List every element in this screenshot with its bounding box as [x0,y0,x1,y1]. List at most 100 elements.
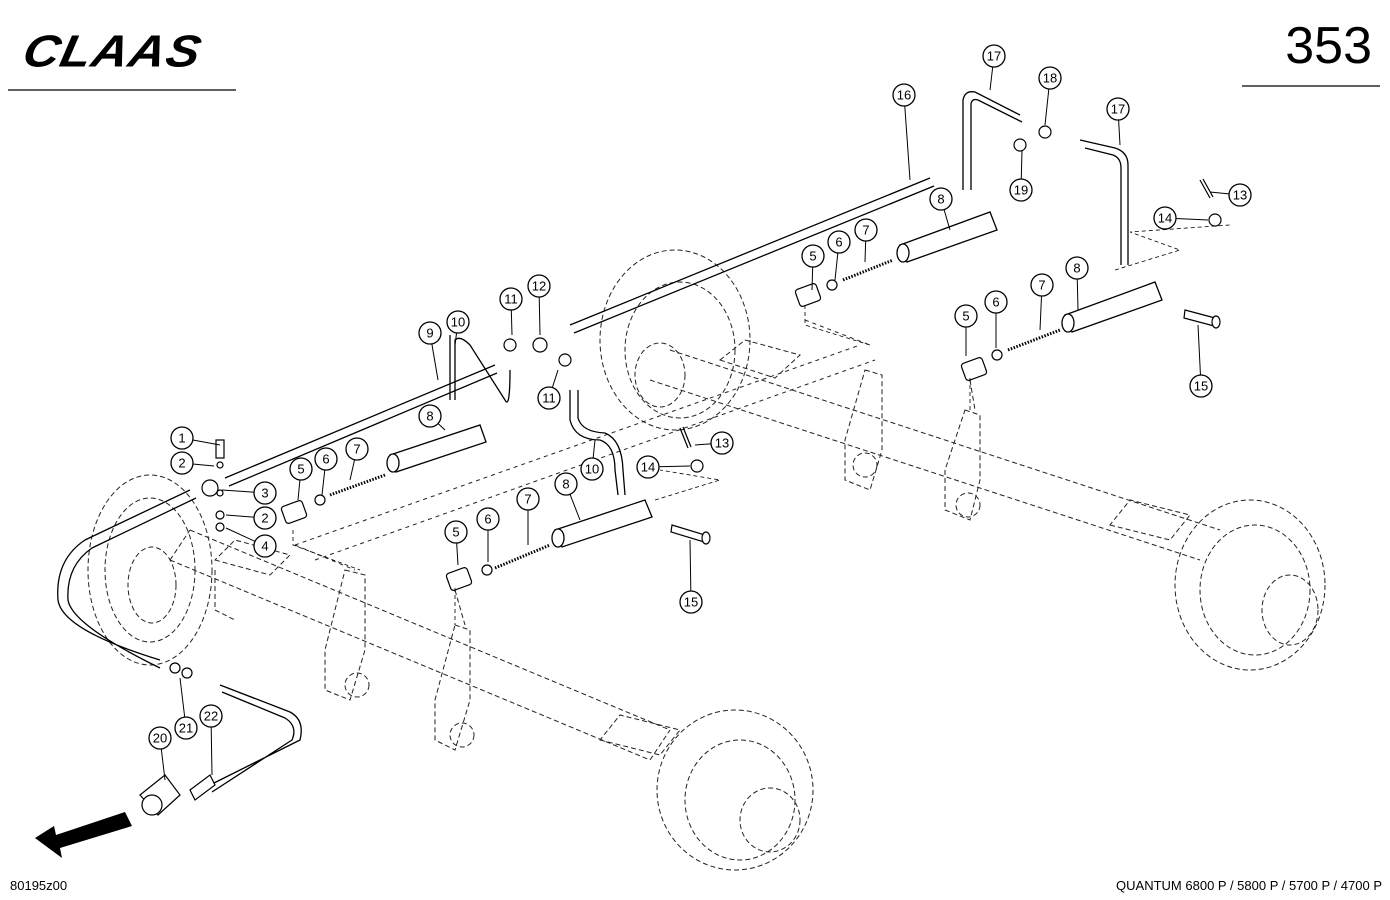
pipe-17-right [1079,139,1129,265]
clevis-5-c [794,283,822,307]
callout-circle [1106,97,1130,121]
callout-label: 17 [987,49,1001,64]
hose-10-left [449,335,511,403]
callout-circle [954,304,978,328]
callout-circle [170,426,194,450]
split-pin-13-a [679,426,692,449]
callout-label: 13 [1233,188,1247,203]
callout-leader [903,94,911,181]
callout-7: 7 [1030,273,1054,331]
callout-label: 2 [261,511,268,526]
callout-circle [827,230,851,254]
callout-label: 20 [153,731,167,746]
rod-7-a [329,473,386,497]
callout-15: 15 [679,539,703,614]
phantom-steering-arm-1 [324,569,366,701]
callout-circle [253,506,277,530]
callout-5: 5 [801,244,825,291]
callout-8: 8 [929,187,953,231]
phantom-axle-front [169,529,671,761]
callout-2: 2 [225,506,277,530]
callout-label: 17 [1111,102,1125,117]
callout-11: 11 [537,369,561,410]
callout-label: 5 [452,525,459,540]
callout-label: 15 [684,595,698,610]
callout-circle [418,321,442,345]
phantom-wheel-front-left [87,474,213,666]
phantom-axle-rear [649,349,1221,561]
hose-10-center [569,390,626,496]
callout-6: 6 [314,447,338,496]
callout-3: 3 [221,481,277,505]
hose-22 [209,684,302,793]
callout-circle [345,437,369,461]
callout-circle [537,386,561,410]
split-pins [679,178,1214,449]
callout-label: 9 [426,326,433,341]
fitting-11-top [503,338,517,352]
callout-circle [580,457,604,481]
callout-17: 17 [1106,97,1130,146]
callout-label: 11 [542,391,556,406]
callout-circle [854,218,878,242]
callout-circle [174,716,198,740]
nut-6-b [481,564,493,576]
callout-label: 3 [261,486,268,501]
callout-16: 16 [892,83,916,181]
callout-5: 5 [289,457,313,501]
washer-2-top [216,461,224,469]
callout-4: 4 [225,527,277,558]
page-number: 353 [1285,17,1372,75]
fitting-11-bottom [558,353,572,367]
callout-label: 18 [1043,71,1057,86]
callout-circle [1065,256,1089,280]
callout-circle [984,290,1008,314]
callout-circle [554,472,578,496]
adapter-21 [169,662,181,674]
callout-label: 6 [992,295,999,310]
callout-circle [982,44,1006,68]
callout-17: 17 [982,44,1006,91]
callout-22: 22 [199,704,223,776]
callout-label: 10 [451,315,465,330]
hose-end-22 [189,774,216,801]
pins [670,309,1221,545]
callout-label: 15 [1194,379,1208,394]
callout-20: 20 [148,726,172,781]
callout-circle [710,431,734,455]
rod-7-b [494,543,551,570]
split-pin-13-b [1199,178,1214,199]
phantom-steering-arm-4 [944,409,981,521]
callout-18: 18 [1038,66,1062,126]
callout-circle [1189,374,1213,398]
callout-circle [418,404,442,428]
callout-5: 5 [444,520,468,566]
callout-circle [1153,206,1177,230]
threaded-rods [329,258,1061,570]
callout-label: 13 [715,436,729,451]
callout-label: 5 [297,462,304,477]
clevis-5-d [960,357,988,381]
model-line: QUANTUM 6800 P / 5800 P / 5700 P / 4700 … [1116,878,1382,893]
callout-circle [801,244,825,268]
callout-label: 14 [1158,211,1172,226]
leader-dash-lines [292,224,1231,625]
callout-circle [199,704,223,728]
callout-7: 7 [516,487,540,545]
callout-circle [636,455,660,479]
tee-12 [532,337,548,353]
hose-left-long [57,489,197,669]
callout-label: 8 [1073,261,1080,276]
callout-circle [1038,66,1062,90]
callout-label: 8 [937,192,944,207]
callout-8: 8 [1065,256,1089,311]
direction-arrow [35,812,132,858]
callout-circle [446,310,470,334]
callout-circle [1009,178,1033,202]
callout-label: 21 [179,721,193,736]
fittings [139,125,1222,816]
phantom-steering-arm-2 [434,624,471,751]
